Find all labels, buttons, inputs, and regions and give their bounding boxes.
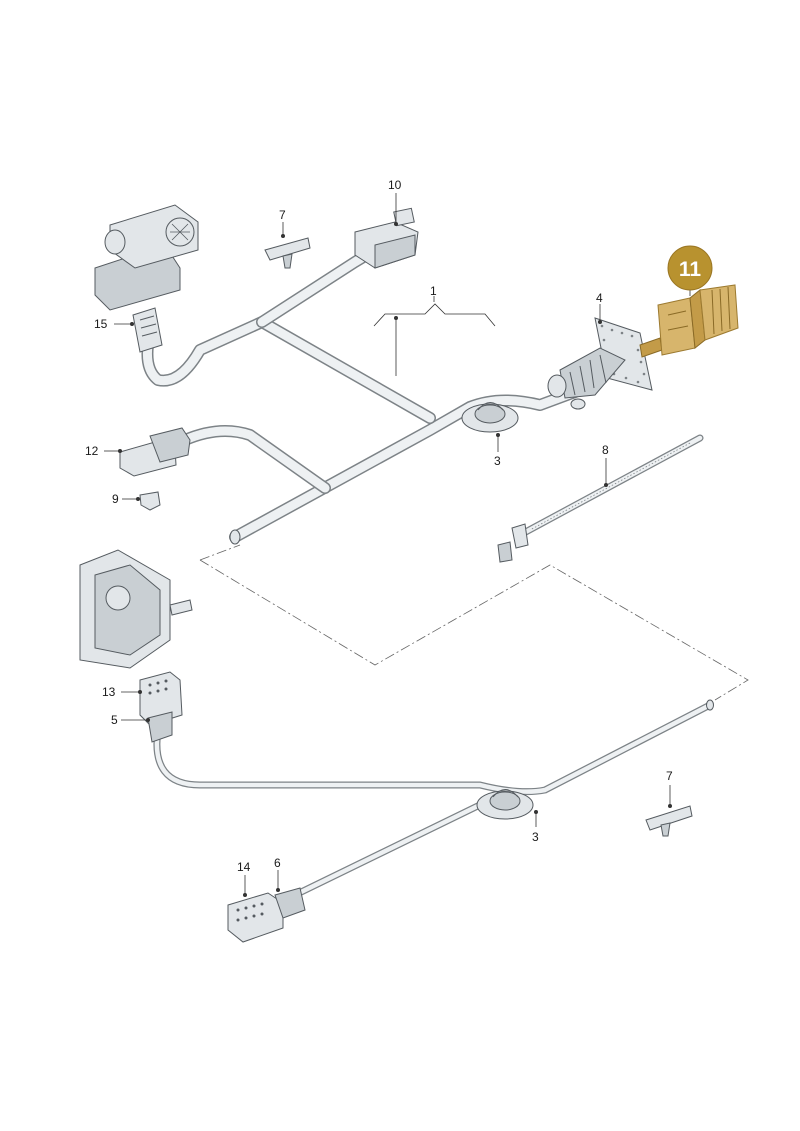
callout-14: 14 (237, 860, 251, 874)
connector-10 (354, 207, 419, 269)
callout-13: 13 (102, 685, 116, 699)
callout-11-badge: 11 (667, 245, 713, 291)
grommet-upper (461, 402, 519, 433)
boot-plate (547, 317, 653, 410)
callout-10: 10 (388, 178, 402, 192)
callout-15: 15 (94, 317, 108, 331)
grommet-lower (476, 789, 534, 820)
callout-11: 11 (679, 258, 702, 281)
callout-labels: 1 10 7 4 15 12 9 3 8 13 5 3 7 14 6 11 (85, 178, 713, 874)
callout-3-upper: 3 (494, 454, 501, 468)
callout-7-lower: 7 (666, 769, 673, 783)
callout-5: 5 (111, 713, 118, 727)
callout-8: 8 (602, 443, 609, 457)
clip-7-upper (264, 237, 311, 269)
callout-1: 1 (430, 284, 437, 298)
cable-tie (497, 434, 704, 563)
leader-lines (104, 193, 691, 897)
door-lock (79, 549, 193, 669)
connector-14 (227, 887, 306, 943)
callout-7-upper: 7 (279, 208, 286, 222)
callout-6: 6 (274, 856, 281, 870)
clip-7-lower (645, 805, 693, 837)
callout-12: 12 (85, 444, 99, 458)
connector-block-highlighted (639, 284, 739, 358)
connector-12 (119, 427, 191, 477)
callout-4: 4 (596, 291, 603, 305)
main-harness (141, 244, 581, 545)
connector-13 (139, 671, 183, 743)
connector-15 (132, 307, 163, 353)
lower-harness (153, 699, 714, 899)
callout-9: 9 (112, 492, 119, 506)
window-motor (94, 204, 199, 311)
callout-3-lower: 3 (532, 830, 539, 844)
dash-dot-outline (199, 544, 749, 701)
clip-9 (139, 491, 161, 511)
